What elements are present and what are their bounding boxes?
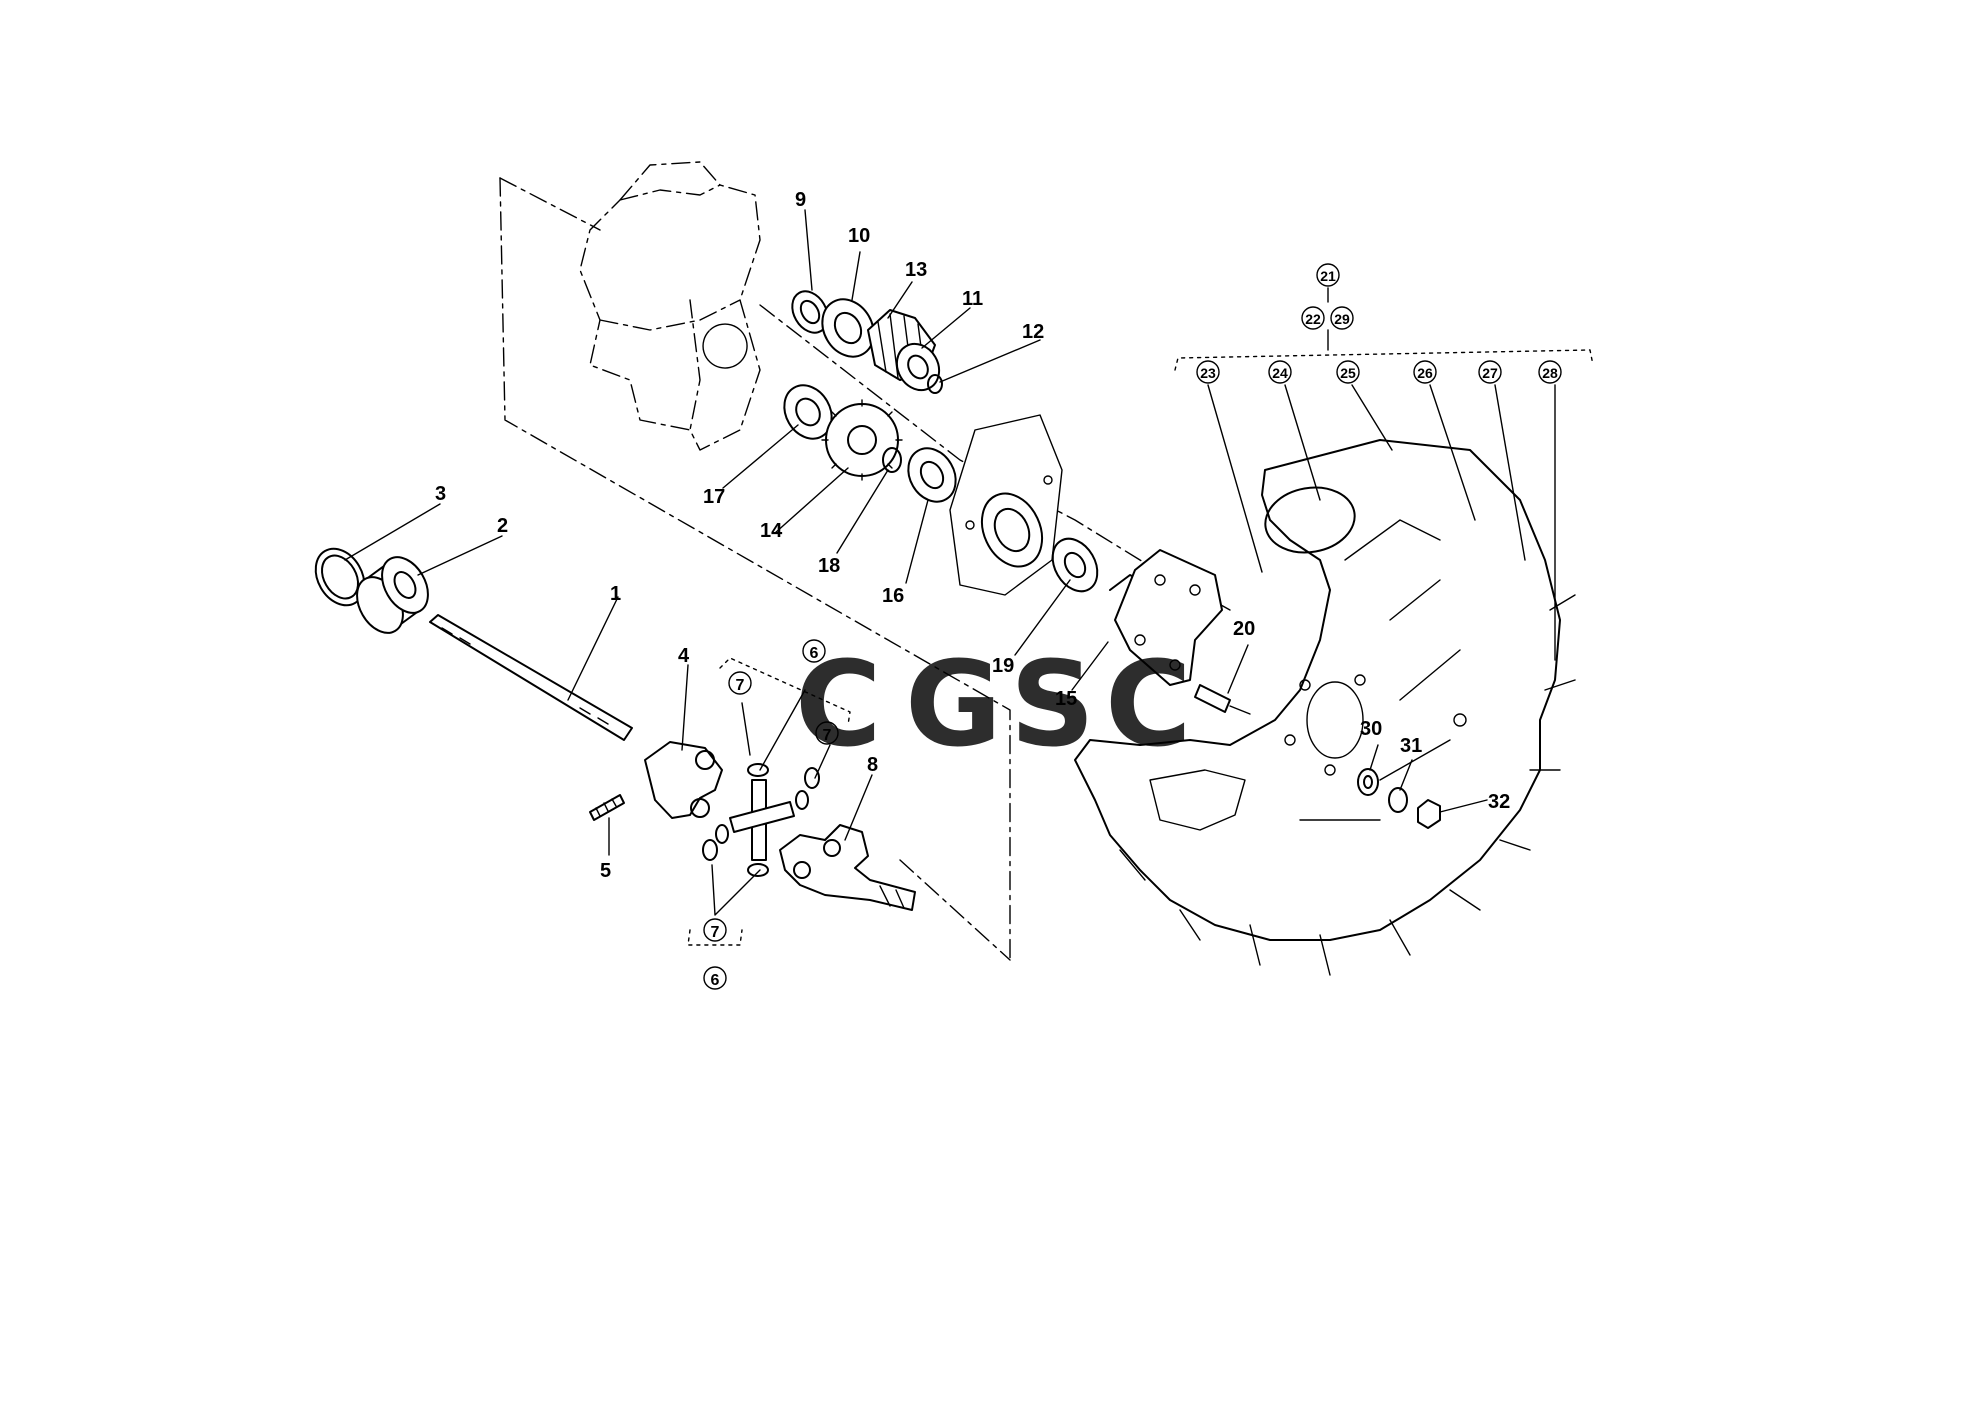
svg-text:7: 7 bbox=[823, 727, 832, 744]
callout-20: 20 bbox=[1233, 618, 1255, 640]
svg-text:24: 24 bbox=[1272, 365, 1288, 381]
watermark-letter-1: C bbox=[795, 635, 882, 773]
circled-callout-26: 26 bbox=[1413, 360, 1437, 384]
circled-callout-23: 23 bbox=[1196, 360, 1220, 384]
callout-32: 32 bbox=[1488, 791, 1510, 813]
callout-15: 15 bbox=[1055, 688, 1077, 710]
circled-callout-7-bottom: 7 bbox=[703, 918, 727, 942]
callout-31: 31 bbox=[1400, 735, 1422, 757]
circled-callout-7-top: 7 bbox=[728, 671, 752, 695]
bearing-2 bbox=[356, 556, 429, 634]
leader-lines bbox=[344, 209, 1556, 916]
callout-9: 9 bbox=[795, 189, 806, 211]
bearing-9 bbox=[791, 290, 829, 334]
bearing-17 bbox=[783, 384, 833, 440]
svg-text:7: 7 bbox=[736, 677, 745, 694]
svg-text:29: 29 bbox=[1334, 311, 1350, 327]
hub-flange-15 bbox=[1109, 549, 1223, 686]
cgsc-watermark: C G S C bbox=[795, 635, 1192, 773]
circled-callout-29: 29 bbox=[1330, 306, 1354, 330]
callout-12: 12 bbox=[1022, 321, 1044, 343]
svg-text:6: 6 bbox=[711, 972, 720, 989]
wheel-kit-bracket bbox=[1174, 287, 1594, 371]
svg-text:25: 25 bbox=[1340, 365, 1356, 381]
callout-17: 17 bbox=[703, 486, 725, 508]
circled-callout-21: 21 bbox=[1316, 263, 1340, 287]
watermark-letter-3: S bbox=[1010, 635, 1095, 773]
svg-text:7: 7 bbox=[711, 924, 720, 941]
circled-callout-28: 28 bbox=[1538, 360, 1562, 384]
cross-spider bbox=[702, 763, 820, 877]
circled-callout-27: 27 bbox=[1478, 360, 1502, 384]
circled-callout-22: 22 bbox=[1301, 306, 1325, 330]
callout-1: 1 bbox=[610, 583, 621, 605]
bolt-5 bbox=[589, 794, 625, 821]
stud-bolt-20 bbox=[1194, 684, 1251, 715]
svg-text:26: 26 bbox=[1417, 365, 1433, 381]
svg-text:21: 21 bbox=[1320, 268, 1336, 284]
circled-callout-6-bottom: 6 bbox=[703, 966, 727, 990]
circled-callout-7-mid: 7 bbox=[815, 721, 839, 745]
callout-8: 8 bbox=[867, 754, 878, 776]
washer-30 bbox=[1357, 768, 1379, 796]
callout-2: 2 bbox=[497, 515, 508, 537]
circled-callout-6-top: 6 bbox=[802, 639, 826, 663]
svg-text:23: 23 bbox=[1200, 365, 1216, 381]
callout-11: 11 bbox=[962, 288, 983, 310]
bearing-16 bbox=[907, 447, 957, 503]
callout-16: 16 bbox=[882, 585, 904, 607]
svg-text:22: 22 bbox=[1305, 311, 1321, 327]
nut-32 bbox=[1417, 799, 1441, 829]
watermark-letter-4: C bbox=[1105, 635, 1192, 773]
callout-13: 13 bbox=[905, 259, 927, 281]
gear-14 bbox=[821, 399, 903, 481]
svg-text:27: 27 bbox=[1482, 365, 1498, 381]
callout-4: 4 bbox=[678, 645, 690, 667]
callout-numbers: 1 2 3 4 5 8 9 10 11 12 13 14 15 16 17 18… bbox=[435, 189, 1562, 990]
callout-5: 5 bbox=[600, 860, 611, 882]
callout-30: 30 bbox=[1360, 718, 1382, 740]
bearing-19 bbox=[1051, 537, 1099, 593]
washer-31 bbox=[1388, 787, 1408, 813]
svg-text:28: 28 bbox=[1542, 365, 1558, 381]
circled-callout-24: 24 bbox=[1268, 360, 1292, 384]
callout-19: 19 bbox=[992, 655, 1014, 677]
bracket-6-group bbox=[687, 657, 851, 946]
cover-plate bbox=[949, 414, 1063, 596]
callout-14: 14 bbox=[760, 520, 783, 542]
shaft-1 bbox=[429, 614, 633, 741]
bearing-10 bbox=[821, 298, 875, 358]
callout-18: 18 bbox=[818, 555, 840, 577]
yoke-4 bbox=[644, 741, 723, 819]
watermark-letter-2: G bbox=[905, 635, 1002, 773]
washer-18 bbox=[882, 447, 902, 473]
transmission-housing bbox=[579, 161, 761, 451]
ring-3 bbox=[314, 547, 366, 607]
callout-10: 10 bbox=[848, 225, 870, 247]
washer-12 bbox=[927, 374, 943, 394]
yoke-8 bbox=[779, 824, 916, 911]
svg-text:6: 6 bbox=[810, 645, 819, 662]
callout-3: 3 bbox=[435, 483, 446, 505]
circled-callout-25: 25 bbox=[1336, 360, 1360, 384]
